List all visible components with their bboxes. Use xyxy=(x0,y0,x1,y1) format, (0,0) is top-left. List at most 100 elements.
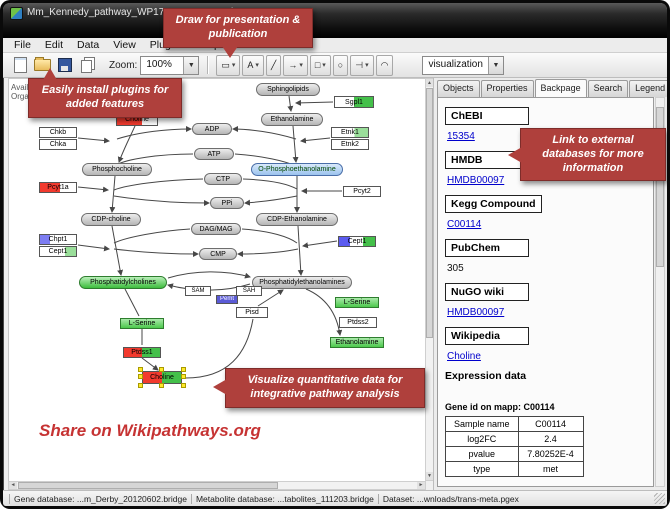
backpage-link[interactable]: Choline xyxy=(447,351,481,362)
sidebar-scrollbar[interactable] xyxy=(655,97,665,487)
selection-handle[interactable] xyxy=(181,374,186,379)
pathway-edge[interactable] xyxy=(113,178,204,191)
backpage-link[interactable]: HMDB00097 xyxy=(447,307,505,318)
pathway-edge[interactable] xyxy=(232,126,297,140)
pathway-edge[interactable] xyxy=(300,137,331,144)
label-tool[interactable]: A▾ xyxy=(242,54,264,76)
pathway-edge[interactable] xyxy=(237,248,299,257)
pathway-node-sah[interactable]: SAH xyxy=(236,286,262,296)
pathway-edge[interactable] xyxy=(116,126,192,140)
pathway-edge[interactable] xyxy=(244,195,298,206)
pathway-edge[interactable] xyxy=(141,357,159,371)
pathway-edge[interactable] xyxy=(77,244,110,252)
pathway-node-cdp-ethanolamine[interactable]: CDP-Ethanolamine xyxy=(256,212,338,226)
pathway-edge[interactable] xyxy=(113,248,199,257)
backpage-link[interactable]: HMDB00097 xyxy=(447,175,505,186)
pathway-node-cept1[interactable]: Cept1 xyxy=(338,235,376,247)
zoom-combobox[interactable]: 100% ▼ xyxy=(140,55,200,75)
scroll-down-icon[interactable]: ▼ xyxy=(426,472,433,480)
menu-item-file[interactable]: File xyxy=(14,38,31,51)
scroll-right-icon[interactable]: ► xyxy=(417,482,425,489)
pathway-node-dag-mag[interactable]: DAG/MAG xyxy=(191,223,241,235)
pathway-edge[interactable] xyxy=(242,178,298,190)
pathway-node-l-serine[interactable]: L-Serine xyxy=(120,317,164,329)
selection-handle[interactable] xyxy=(159,366,164,372)
save-button[interactable] xyxy=(55,56,74,75)
pathway-edge[interactable] xyxy=(113,228,191,244)
pathway-node-phosphatidylcholines[interactable]: Phosphatidylcholines xyxy=(79,275,167,289)
pathway-edge[interactable] xyxy=(241,228,298,244)
pathway-edge[interactable] xyxy=(257,289,284,307)
interaction-tool[interactable]: ⊣▾ xyxy=(350,54,374,76)
pathway-node-cept1[interactable]: Cept1 xyxy=(39,245,77,257)
selection-handle[interactable] xyxy=(138,382,143,388)
horizontal-scroll-thumb[interactable] xyxy=(18,482,278,489)
pathway-node-cdp-choline[interactable]: CDP-choline xyxy=(81,212,141,226)
pathway-edge[interactable] xyxy=(182,318,254,379)
tab-legend[interactable]: Legend xyxy=(629,80,667,97)
sidebar-scroll-thumb[interactable] xyxy=(656,107,664,267)
pathway-edge[interactable] xyxy=(111,225,124,276)
pathway-node-ethanolamine[interactable]: Ethanolamine xyxy=(330,336,384,348)
pathway-node-etnk2[interactable]: Etnk2 xyxy=(331,138,369,150)
selection-handle[interactable] xyxy=(181,366,186,372)
pathway-node-sam[interactable]: SAM xyxy=(185,286,211,296)
backpage-link[interactable]: C00114 xyxy=(447,219,482,230)
pathway-edge[interactable] xyxy=(167,271,251,279)
visualization-combobox[interactable]: visualization ▼ xyxy=(422,55,504,75)
shape-tool[interactable]: □▾ xyxy=(309,54,331,76)
pathway-edge[interactable] xyxy=(287,95,294,112)
pathway-edge[interactable] xyxy=(113,195,210,206)
pathway-edge[interactable] xyxy=(292,125,299,163)
pathway-edge[interactable] xyxy=(297,225,304,276)
pathway-node-sphingolipids[interactable]: Sphingolipids xyxy=(256,82,320,96)
pathway-edge[interactable] xyxy=(305,288,343,336)
pathway-node-etnk1[interactable]: Etnk1 xyxy=(331,126,369,138)
resize-grip[interactable] xyxy=(654,493,665,504)
pathway-edge[interactable] xyxy=(124,288,140,317)
pathway-node-pcyt2[interactable]: Pcyt2 xyxy=(343,185,381,197)
pathway-node-phosphatidylethanolamines[interactable]: Phosphatidylethanolamines xyxy=(252,275,352,289)
title-bar[interactable]: Mm_Kennedy_pathway_WP1771_45176.gpml xyxy=(3,3,667,38)
pathway-edge[interactable] xyxy=(295,99,334,106)
chevron-down-icon[interactable]: ▼ xyxy=(183,56,199,74)
canvas-horizontal-scrollbar[interactable]: ◄ ► xyxy=(8,481,426,490)
backpage-link[interactable]: 15354 xyxy=(447,131,475,142)
datanode-tool[interactable]: ▭▾ xyxy=(216,54,241,76)
pathway-edge[interactable] xyxy=(109,175,116,213)
pathway-node-sgpl1[interactable]: Sgpl1 xyxy=(334,96,374,108)
pathway-node-ethanolamine[interactable]: Ethanolamine xyxy=(261,112,323,126)
pathway-node-chkb[interactable]: Chkb xyxy=(39,126,77,138)
oval-tool[interactable]: ○ xyxy=(332,54,349,76)
menu-item-edit[interactable]: Edit xyxy=(44,38,64,51)
menu-item-view[interactable]: View xyxy=(113,38,136,51)
pathway-node-chka[interactable]: Chka xyxy=(39,138,77,150)
pathway-node-ppi[interactable]: PPi xyxy=(210,197,244,209)
pathway-node-phosphocholine[interactable]: Phosphocholine xyxy=(82,162,152,176)
pathway-node-atp[interactable]: ATP xyxy=(194,148,234,160)
pathway-node-pisd[interactable]: Pisd xyxy=(236,306,268,318)
pathway-node-pcyt1a[interactable]: Pcyt1a xyxy=(39,181,77,193)
tab-objects[interactable]: Objects xyxy=(437,80,480,97)
arc-tool[interactable]: ◠ xyxy=(375,54,394,76)
scroll-up-icon[interactable]: ▲ xyxy=(426,79,433,87)
pathway-edge[interactable] xyxy=(77,137,110,144)
pathway-node-adp[interactable]: ADP xyxy=(192,123,232,135)
menu-item-data[interactable]: Data xyxy=(77,38,100,51)
chevron-down-icon[interactable]: ▼ xyxy=(487,56,503,74)
pathway-edge[interactable] xyxy=(117,125,136,163)
pathway-node-pemt[interactable]: Pemt xyxy=(216,294,238,304)
arrow-tool[interactable]: →▾ xyxy=(283,54,308,76)
selection-handle[interactable] xyxy=(138,374,143,379)
pathway-node-ptdss1[interactable]: Ptdss1 xyxy=(123,346,161,358)
pathway-node-cmp[interactable]: CMP xyxy=(199,248,237,260)
pathway-node-ctp[interactable]: CTP xyxy=(204,173,242,185)
selection-handle[interactable] xyxy=(181,382,186,388)
pathway-node-l-serine[interactable]: L-Serine xyxy=(335,296,379,308)
tab-properties[interactable]: Properties xyxy=(480,80,534,97)
line-tool[interactable]: ╱ xyxy=(265,54,282,76)
pathway-node-chpt1[interactable]: Chpt1 xyxy=(39,233,77,245)
new-button[interactable] xyxy=(11,56,30,75)
vertical-scroll-thumb[interactable] xyxy=(426,88,433,338)
